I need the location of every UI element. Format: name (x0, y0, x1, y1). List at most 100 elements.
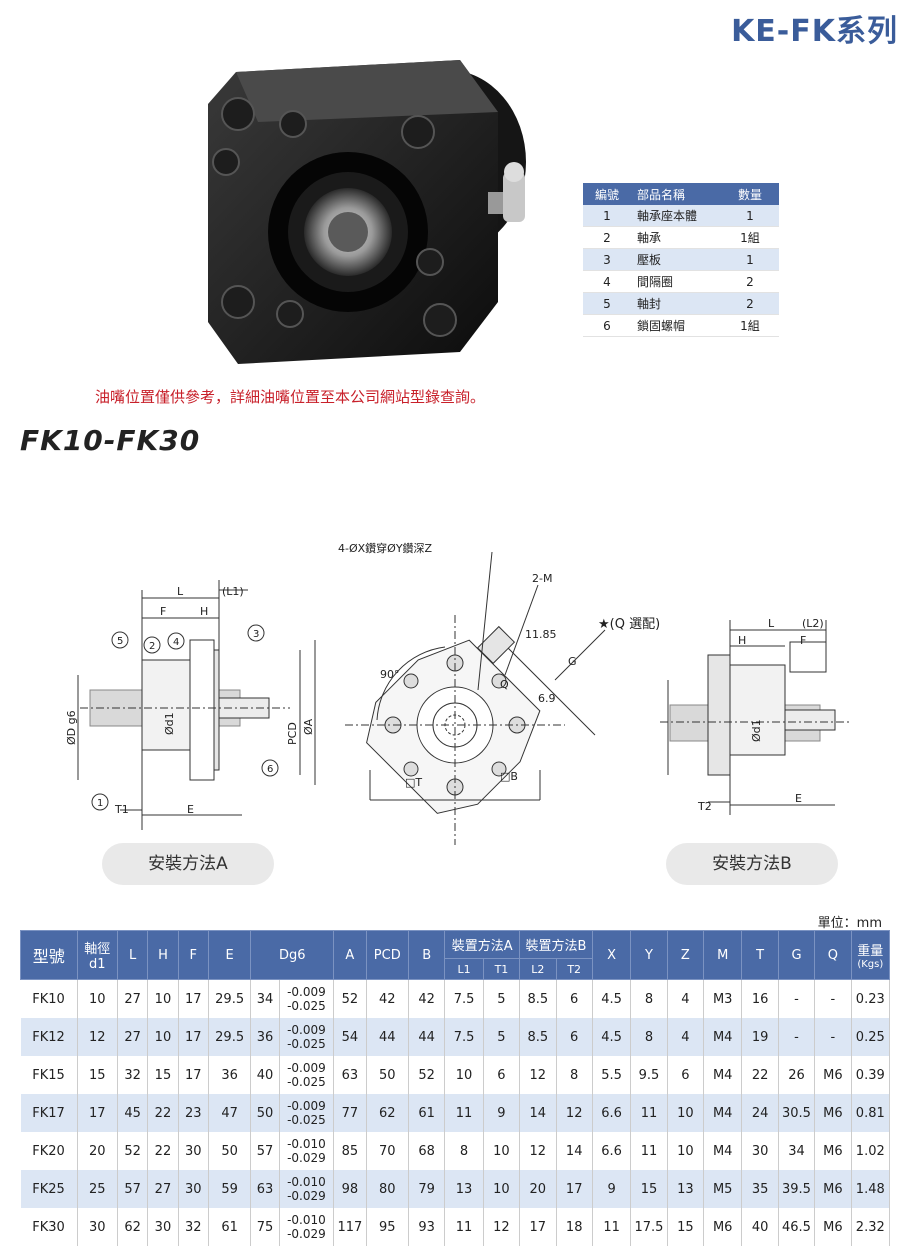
col-y: Y (630, 930, 668, 980)
cell-f: 23 (178, 1094, 209, 1132)
left-dim-e: E (187, 803, 194, 816)
cell-g: 46.5 (778, 1208, 816, 1246)
cell-l: 52 (117, 1132, 149, 1170)
cell-t: 16 (741, 979, 779, 1018)
option-q-label: ★(Q 選配) (598, 617, 660, 632)
col-l2: L2 (519, 958, 557, 980)
cell-a: 52 (333, 979, 367, 1018)
dim-angle-90: 90° (380, 668, 400, 681)
cell-w: 0.39 (851, 1056, 891, 1094)
cell-x: 5.5 (592, 1056, 632, 1094)
tol-upper: -0.010 (287, 1213, 326, 1227)
cell-pcd: 80 (366, 1170, 409, 1208)
cell-g: - (778, 979, 816, 1018)
cell-q: M6 (814, 1208, 852, 1246)
cell-l1: 7.5 (444, 979, 484, 1018)
dimension-drawing: 4-ØX鑽穿ØY鑽深Z 2-M ★(Q 選配) 11.85 6.9 90° G … (65, 541, 850, 845)
col-a: A (333, 930, 367, 980)
col-d1-bot: d1 (89, 957, 106, 972)
series-title: KE-FK系列 (731, 14, 898, 49)
dim-b-box: □B (500, 770, 518, 783)
cell-t2: 6 (556, 1018, 593, 1056)
cell-d: 34 (250, 979, 280, 1018)
unit-label: 單位：mm (817, 916, 882, 931)
tol-lower: -0.025 (287, 1075, 326, 1089)
col-method-b: 裝置方法B (519, 930, 593, 959)
cell-w: 1.48 (851, 1170, 891, 1208)
left-dim-dg6: ØD g6 (65, 710, 78, 745)
cell-d1: 25 (77, 1170, 118, 1208)
tol-lower: -0.029 (287, 1189, 326, 1203)
parts-cell-name: 鎖固螺帽 (631, 314, 721, 337)
tol-upper: -0.009 (287, 1023, 326, 1037)
cell-l2: 14 (519, 1094, 557, 1132)
cell-z: 10 (667, 1094, 705, 1132)
tol-lower: -0.029 (287, 1227, 326, 1241)
cell-a: 54 (333, 1018, 367, 1056)
cell-pcd: 44 (366, 1018, 409, 1056)
cell-l1: 8 (444, 1132, 484, 1170)
cell-t1: 10 (483, 1170, 521, 1208)
cell-model: FK25 (20, 1170, 78, 1208)
cell-f: 17 (178, 1018, 209, 1056)
dim-q1: Q (500, 678, 509, 691)
left-dim-a: ØA (302, 718, 315, 735)
dim-g: G (568, 655, 577, 668)
cell-w: 0.23 (851, 979, 891, 1018)
cell-z: 10 (667, 1132, 705, 1170)
cell-y: 15 (630, 1170, 668, 1208)
left-dim-h: H (200, 605, 208, 618)
cell-dg6-tolerance: -0.009-0.025 (279, 1094, 335, 1132)
cell-g: 34 (778, 1132, 816, 1170)
cell-t: 22 (741, 1056, 779, 1094)
dim-t-box: □T (405, 776, 422, 789)
tol-upper: -0.009 (287, 1099, 326, 1113)
cell-z: 4 (667, 979, 705, 1018)
cell-m: M4 (703, 1018, 743, 1056)
cell-t2: 8 (556, 1056, 593, 1094)
cell-x: 9 (592, 1170, 632, 1208)
cell-l1: 11 (444, 1094, 484, 1132)
parts-cell-qty: 1組 (721, 226, 779, 249)
cell-e: 36 (208, 1056, 252, 1094)
cell-dg6-tolerance: -0.009-0.025 (279, 979, 335, 1018)
cell-l: 62 (117, 1208, 149, 1246)
callout-1: 1 (97, 798, 103, 809)
col-l1: L1 (444, 958, 484, 980)
col-h: H (147, 930, 179, 980)
cell-h: 10 (147, 1018, 179, 1056)
left-dim-f: F (160, 605, 166, 618)
method-a-side-view (77, 580, 316, 830)
right-dim-l: L (768, 617, 775, 630)
left-dim-t1: T1 (114, 803, 129, 816)
method-a-label: 安裝方法A (102, 843, 274, 885)
cell-l1: 7.5 (444, 1018, 484, 1056)
cell-b: 42 (408, 979, 446, 1018)
dim-6-9: 6.9 (538, 692, 556, 705)
col-z: Z (666, 930, 705, 980)
cell-b: 44 (408, 1018, 446, 1056)
cell-g: 26 (778, 1056, 816, 1094)
cell-f: 30 (178, 1170, 209, 1208)
cell-z: 15 (667, 1208, 705, 1246)
cell-e: 50 (208, 1132, 252, 1170)
left-dim-l1: (L1) (222, 585, 244, 598)
cell-x: 11 (592, 1208, 632, 1246)
cell-h: 22 (147, 1132, 179, 1170)
cell-t1: 9 (483, 1094, 521, 1132)
col-b: B (407, 930, 446, 980)
cell-h: 15 (147, 1056, 179, 1094)
cell-l: 32 (117, 1056, 149, 1094)
cell-t2: 6 (556, 979, 593, 1018)
cell-t1: 6 (483, 1056, 521, 1094)
cell-a: 98 (333, 1170, 367, 1208)
tol-lower: -0.025 (287, 999, 326, 1013)
grease-nipple-note: 油嘴位置僅供參考，詳細油嘴位置至本公司網站型錄查詢。 (95, 388, 486, 406)
method-b-label: 安裝方法B (666, 843, 838, 885)
